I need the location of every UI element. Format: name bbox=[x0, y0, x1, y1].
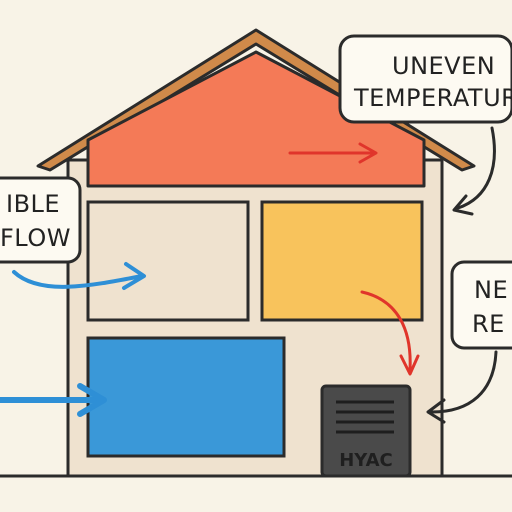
callout-hvac-note: NE RE bbox=[426, 260, 512, 424]
callout-airflow-line2: FLOW bbox=[0, 224, 71, 252]
callout-uneven-line1: UNEVEN bbox=[392, 52, 495, 80]
callout-uneven-line2: TEMPERATURE bbox=[353, 84, 512, 112]
callout-uneven-temperature: UNEVEN TEMPERATURE bbox=[338, 34, 512, 216]
warm-room-red-arrow bbox=[360, 290, 420, 376]
hvac-label: HYAC bbox=[339, 450, 393, 471]
airflow-blue-arrow-lower bbox=[0, 383, 107, 417]
roof bbox=[36, 28, 476, 172]
callout-hvac-line2: RE bbox=[472, 310, 505, 338]
room-top-right-warm bbox=[260, 200, 424, 322]
room-bottom-left-cool bbox=[86, 336, 286, 458]
callout-airflow-line1: IBLE bbox=[6, 190, 60, 218]
hvac-unit: HYAC bbox=[320, 384, 412, 478]
callout-hvac-line1: NE bbox=[474, 276, 508, 304]
room-top-left bbox=[86, 200, 250, 322]
attic-red-arrow bbox=[288, 142, 378, 164]
callout-airflow: IBLE FLOW bbox=[0, 176, 82, 264]
airflow-blue-arrow-upper bbox=[12, 262, 146, 290]
